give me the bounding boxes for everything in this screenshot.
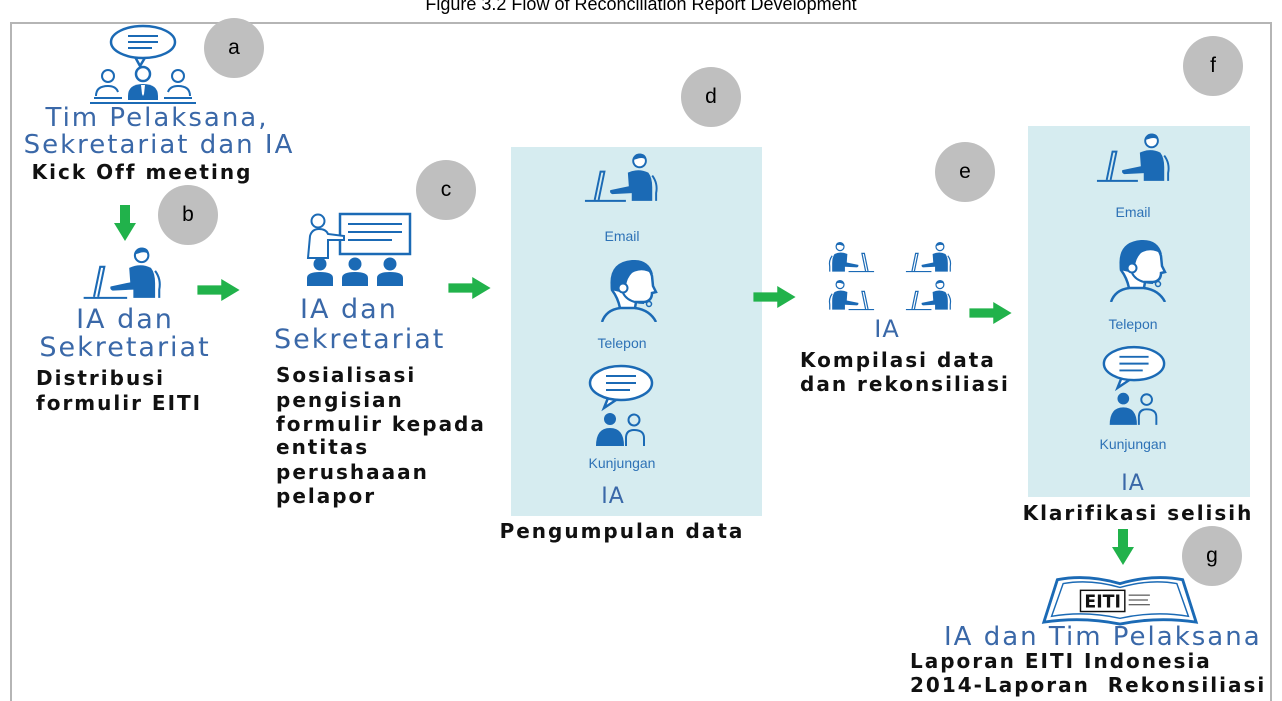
headset-icon — [1109, 238, 1167, 302]
channel-label-phone: Telepon — [1108, 316, 1158, 332]
step-marker-a: a — [204, 18, 264, 78]
channel-label-phone: Telepon — [597, 335, 647, 351]
step-marker-g: g — [1182, 526, 1242, 586]
socialization-activity-line: perushaaan — [276, 460, 429, 484]
step-marker-f: f — [1183, 36, 1243, 96]
step-marker-label: g — [1206, 544, 1218, 567]
clarification-activity: Klarifikasi selisih — [1022, 501, 1254, 525]
diagram-frame — [10, 22, 1272, 701]
step-marker-b: b — [158, 185, 218, 245]
step-marker-label: c — [440, 178, 452, 201]
clarification-channels-panel — [1028, 126, 1250, 497]
channel-label-email: Email — [604, 228, 640, 244]
visit-icon — [1102, 345, 1166, 425]
flow-arrow-right-icon — [753, 286, 796, 308]
socialization-activity-line: pengisian — [276, 388, 404, 412]
presentation-icon — [305, 212, 412, 286]
compilation-activity-line: dan rekonsiliasi — [800, 372, 1010, 396]
kickoff-actor-line: Sekretariat dan IA — [23, 130, 295, 160]
compilation-actor: IA — [874, 315, 900, 343]
channel-label-visit: Kunjungan — [1099, 436, 1167, 452]
collection-channels-panel — [511, 147, 762, 516]
distribution-activity-line: formulir EITI — [36, 391, 203, 415]
collection-actor: IA — [601, 484, 625, 509]
step-marker-d: d — [681, 67, 741, 127]
headset-icon — [600, 258, 658, 322]
distribution-activity-line: Distribusi — [36, 366, 165, 390]
report-activity-line: Laporan EITI Indonesia — [910, 649, 1212, 673]
collection-activity: Pengumpulan data — [499, 519, 745, 543]
flow-arrow-right-icon — [197, 279, 240, 301]
step-marker-e: e — [935, 142, 995, 202]
clarification-actor: IA — [1121, 471, 1145, 496]
socialization-activity-line: entitas — [276, 435, 370, 459]
step-marker-label: e — [959, 160, 971, 183]
figure-caption: Figure 3.2 Flow of Reconciliation Report… — [425, 0, 857, 14]
laptop-user-icon — [583, 152, 658, 202]
report-activity-line: 2014-Laporan Rekonsiliasi — [910, 673, 1267, 697]
socialization-actor-line: IA dan — [300, 294, 398, 325]
channel-label-visit: Kunjungan — [588, 455, 656, 471]
flow-arrow-right-icon — [448, 277, 491, 299]
kickoff-activity: Kick Off meeting — [31, 160, 253, 184]
step-marker-c: c — [416, 160, 476, 220]
step-marker-label: a — [228, 36, 240, 59]
flow-arrow-down-icon — [1112, 529, 1134, 565]
laptop-user-icon — [1095, 132, 1170, 182]
laptop-user-icon — [82, 246, 161, 299]
team-laptops-icon — [828, 241, 952, 311]
compilation-activity-line: Kompilasi data — [800, 348, 996, 372]
channel-label-email: Email — [1115, 204, 1151, 220]
flow-arrow-down-icon — [114, 205, 136, 241]
step-marker-label: f — [1210, 54, 1216, 77]
socialization-actor-line: Sekretariat — [274, 324, 446, 355]
step-marker-label: b — [182, 203, 194, 226]
distribution-actor-line: Sekretariat — [39, 332, 211, 363]
distribution-actor-line: IA dan — [76, 304, 174, 335]
eiti-logo-text: EITI — [1084, 593, 1121, 613]
meeting-icon — [88, 24, 198, 105]
eiti-book-icon: EITI — [1041, 576, 1199, 626]
report-actor: IA dan Tim Pelaksana — [944, 622, 1262, 652]
visit-icon — [588, 364, 654, 446]
socialization-activity-line: pelapor — [276, 484, 377, 508]
step-marker-label: d — [705, 85, 717, 108]
kickoff-actor-line: Tim Pelaksana, — [45, 103, 269, 133]
socialization-activity-line: formulir kepada — [276, 412, 486, 436]
socialization-activity-line: Sosialisasi — [276, 363, 417, 387]
flow-arrow-right-icon — [969, 302, 1012, 324]
